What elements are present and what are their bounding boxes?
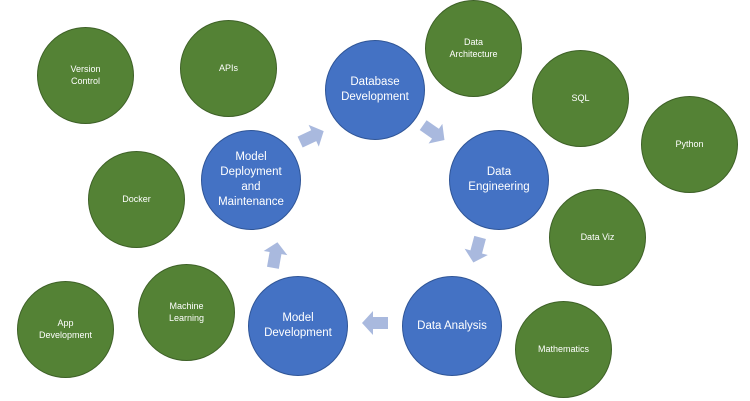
skill-docker: Docker [88, 151, 185, 248]
skill-label: Python [675, 138, 704, 149]
stage-label: Database Development [341, 76, 409, 103]
stage-data-analysis: Data Analysis [402, 276, 502, 376]
arrow-model-development-to-deployment [263, 242, 288, 269]
skill-label: App Development [38, 317, 93, 340]
skill-label: Docker [122, 193, 151, 204]
skill-mathematics: Mathematics [515, 301, 612, 398]
stage-database-development: Database Development [325, 40, 425, 140]
skill-label: SQL [571, 92, 590, 103]
stage-model-deployment: Model Deployment and Maintenance [201, 130, 301, 230]
skill-label: Mathematics [537, 343, 590, 354]
stage-label: Data Engineering [468, 166, 530, 193]
stage-label: Data Analysis [417, 319, 487, 332]
stage-data-engineering: Data Engineering [449, 130, 549, 230]
arrow-analysis-to-model-development [362, 311, 388, 335]
skill-label: Machine Learning [168, 300, 205, 323]
skill-label: Version Control [70, 63, 101, 86]
stage-model-development: Model Development [248, 276, 348, 376]
arrow-database-to-engineering [419, 120, 445, 144]
skill-machine-learning: Machine Learning [138, 264, 235, 361]
skill-label: Data Viz [580, 231, 615, 242]
skill-app-development: App Development [17, 281, 114, 378]
skill-version-control: Version Control [37, 27, 134, 124]
skill-label: Data Architecture [449, 36, 498, 59]
stage-label: Model Deployment and Maintenance [218, 151, 284, 208]
arrow-engineering-to-analysis [464, 235, 488, 263]
skill-data-viz: Data Viz [549, 189, 646, 286]
arrow-deployment-to-database [297, 124, 324, 148]
skill-apis: APIs [180, 20, 277, 117]
skill-label: APIs [218, 62, 238, 73]
stage-label: Model Development [264, 312, 332, 339]
skill-data-architecture: Data Architecture [425, 0, 522, 97]
skill-python: Python [641, 96, 738, 193]
skill-sql: SQL [532, 50, 629, 147]
